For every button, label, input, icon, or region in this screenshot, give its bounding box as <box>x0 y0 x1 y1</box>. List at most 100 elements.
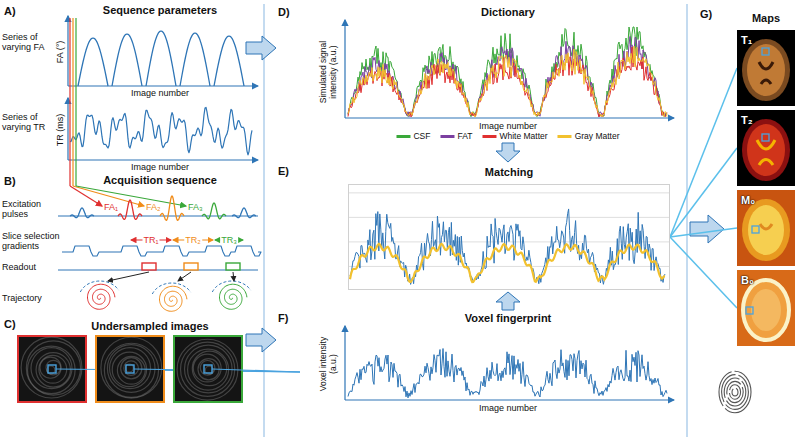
plot-axis <box>344 326 345 400</box>
flip-angle-curve <box>214 36 244 86</box>
guide-line <box>69 18 70 186</box>
aliasing-ring <box>117 356 145 384</box>
spiral-trajectory <box>88 284 115 309</box>
map-label: B₀ <box>741 274 754 286</box>
legend: CSF FAT White Matter Gray Matter <box>396 131 619 141</box>
column-separator <box>686 4 687 437</box>
rf-pulse <box>118 200 142 219</box>
panel-heading: Dictionary <box>481 6 535 19</box>
legend-text: FAT <box>457 131 472 141</box>
repetition-time-curve <box>70 107 252 154</box>
text-label: Series of varying TR <box>2 112 52 133</box>
dashed-trajectory <box>80 281 118 292</box>
rf-pulse <box>160 196 184 220</box>
undersampled-image <box>174 336 242 402</box>
legend-item: CSF <box>396 131 430 141</box>
panel-heading: Matching <box>485 166 533 178</box>
aliasing-ring <box>40 357 61 378</box>
legend-swatch <box>558 135 572 138</box>
plot-area <box>349 185 669 289</box>
text-label: Excitation pulses <box>2 199 52 220</box>
aliasing-ring <box>107 345 155 393</box>
legend-swatch <box>482 135 496 138</box>
aliasing-ring <box>121 358 142 379</box>
legend-swatch <box>440 135 454 138</box>
aliasing-ring <box>46 360 61 375</box>
readout-window <box>184 263 198 270</box>
grid-line <box>349 192 669 193</box>
panel-heading: E) <box>278 165 289 178</box>
aliasing-ring <box>101 337 162 398</box>
legend-swatch <box>396 135 410 138</box>
parameter-map: B₀ <box>737 270 795 346</box>
aliasing-ring <box>110 348 151 389</box>
readout-window <box>226 263 240 270</box>
map-label: T₁ <box>741 34 752 46</box>
text-label: Image number <box>479 403 537 413</box>
flow-arrow <box>690 215 724 243</box>
text-label: Image number <box>479 121 537 131</box>
flow-arrow <box>496 292 520 310</box>
text-label: Readout <box>2 262 36 272</box>
axis-title: Simulated signal intensity (a.u.) <box>319 27 339 117</box>
connector-line <box>670 68 737 237</box>
text-label: TR₃ <box>220 235 238 245</box>
text-label: FA₃ <box>188 202 203 212</box>
legend-item: Gray Matter <box>558 131 620 141</box>
panel-heading: D) <box>278 6 290 19</box>
panel-heading: Undersampled images <box>91 320 208 333</box>
panel-heading: F) <box>278 312 288 325</box>
legend-item: White Matter <box>482 131 547 141</box>
parameter-map: T₂ <box>737 110 795 186</box>
rf-pulse <box>70 208 94 218</box>
legend-text: CSF <box>413 131 430 141</box>
flow-arrow <box>496 143 520 162</box>
panel-heading: Voxel fingerprint <box>465 312 552 325</box>
plot-axis <box>67 98 68 160</box>
voxel-marker <box>48 365 56 373</box>
text-label: FA₂ <box>146 202 161 212</box>
plot-axis <box>67 16 68 86</box>
pointer-arrow <box>178 272 191 281</box>
matched-curve <box>350 244 665 282</box>
parameter-map: M₀ <box>737 190 795 266</box>
text-label: Image number <box>131 162 189 172</box>
gradient-waveform <box>62 246 261 256</box>
dashed-trajectory <box>212 281 250 292</box>
aliasing-ring <box>31 348 72 389</box>
fingerprint-icon <box>724 378 746 406</box>
flip-angle-curve <box>78 38 108 86</box>
dictionary-curve <box>348 27 667 117</box>
panel-heading: A) <box>4 5 16 18</box>
text-label: TR₁ <box>142 235 159 245</box>
aliasing-ring <box>26 341 80 395</box>
pointer-arrow <box>233 272 234 281</box>
flow-arrow <box>246 36 276 60</box>
aliasing-ring <box>192 351 226 385</box>
panel-heading: B) <box>4 175 16 188</box>
axis-title: Voxel intensity (a.u.) <box>319 328 339 400</box>
panel-heading: Maps <box>752 12 780 25</box>
dictionary-curve <box>348 37 667 117</box>
axis-title: FA (°) <box>55 30 65 74</box>
text-label: Series of varying FA <box>2 32 52 53</box>
plot-axis <box>344 20 345 118</box>
aliasing-ring <box>124 361 139 376</box>
dictionary-curve <box>348 47 667 117</box>
connector-line <box>670 237 737 308</box>
aliasing-ring <box>36 353 70 387</box>
plot-axis <box>68 159 258 160</box>
flow-arrow <box>246 328 276 352</box>
legend-text: Gray Matter <box>575 131 620 141</box>
fingerprint-signal <box>348 349 667 398</box>
flip-angle-curve <box>180 33 210 86</box>
connector-line <box>670 148 737 237</box>
flip-angle-curve <box>146 31 176 86</box>
fingerprint-icon <box>719 371 751 413</box>
leader-line <box>212 369 300 372</box>
voxel-marker <box>204 365 212 373</box>
plot-axis <box>345 399 674 400</box>
grid-line <box>349 266 669 267</box>
flip-angle-curve <box>112 34 142 86</box>
pointer-arrow <box>70 186 102 206</box>
